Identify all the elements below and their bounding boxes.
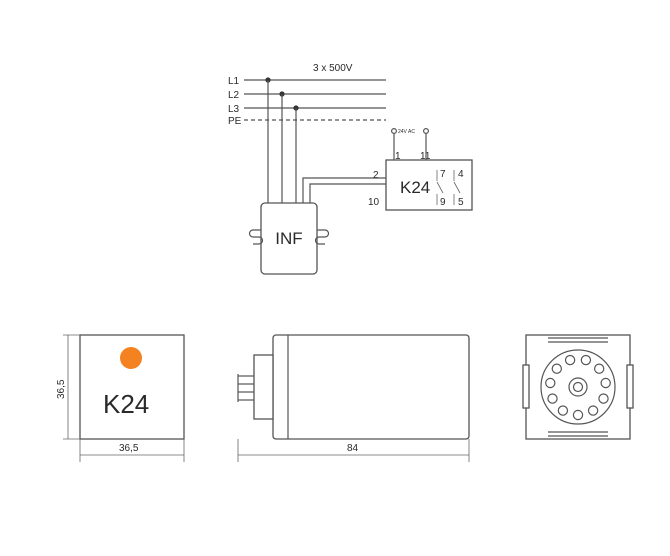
- supply-terminal-left: [391, 128, 398, 135]
- side-base: [253, 354, 274, 420]
- status-led: [120, 347, 142, 369]
- relay-module: [385, 159, 473, 211]
- relay-label: K24: [400, 178, 430, 197]
- supply-terminal-right: [423, 128, 430, 135]
- signal-wire-2: [302, 177, 386, 203]
- terminal-2: 2: [373, 170, 379, 181]
- terminal-7: 7: [440, 169, 446, 180]
- socket-clip-right: [626, 364, 634, 409]
- inf-clip-right: [314, 229, 330, 245]
- socket-pin: [587, 405, 599, 416]
- height-dim-label: 36,5: [56, 379, 67, 399]
- bottom-view: [522, 334, 634, 440]
- socket-pin: [557, 405, 569, 416]
- line-label-l2: L2: [228, 90, 240, 101]
- length-dim-label: 84: [347, 443, 359, 454]
- socket-pin: [551, 363, 563, 374]
- socket-pin: [600, 377, 611, 389]
- socket-clip-left: [522, 364, 530, 409]
- terminal-4: 4: [458, 169, 464, 180]
- socket-housing: [525, 334, 631, 440]
- signal-wire-10: [309, 183, 386, 203]
- socket-pin: [547, 393, 558, 404]
- line-label-pe: PE: [228, 116, 242, 127]
- side-view: 84: [237, 334, 470, 462]
- supply-label: 24V AC: [398, 129, 415, 135]
- inf-label: INF: [275, 229, 302, 248]
- inf-clip-left: [248, 229, 264, 245]
- wiring-schematic: 3 x 500V L1 L2 L3 PE INF 2 10 K24 1 11: [228, 63, 473, 275]
- socket-pin: [572, 409, 584, 421]
- voltage-label: 3 x 500V: [313, 63, 353, 74]
- inf-module: [260, 202, 318, 275]
- side-housing: [272, 334, 470, 440]
- line-label-l3: L3: [228, 104, 240, 115]
- terminal-1: 1: [395, 151, 401, 162]
- terminal-9: 9: [440, 197, 446, 208]
- contact-b-switch: [453, 181, 461, 194]
- terminal-5: 5: [458, 197, 464, 208]
- front-label: K24: [103, 389, 149, 419]
- socket-center-inner: [572, 381, 584, 393]
- line-label-l1: L1: [228, 76, 240, 87]
- socket-pin: [594, 363, 605, 374]
- socket-pin: [598, 393, 609, 404]
- contact-a-switch: [436, 181, 444, 194]
- front-view: K24 36,5 36,5: [56, 334, 185, 462]
- terminal-10: 10: [368, 197, 380, 208]
- width-dim-label: 36,5: [119, 443, 139, 454]
- socket-pin: [545, 377, 556, 389]
- socket-pin: [580, 354, 592, 366]
- socket-pin: [564, 354, 576, 366]
- socket-center-outer: [568, 377, 588, 397]
- socket-pins: [545, 354, 611, 421]
- socket-pin-ring: [540, 349, 616, 425]
